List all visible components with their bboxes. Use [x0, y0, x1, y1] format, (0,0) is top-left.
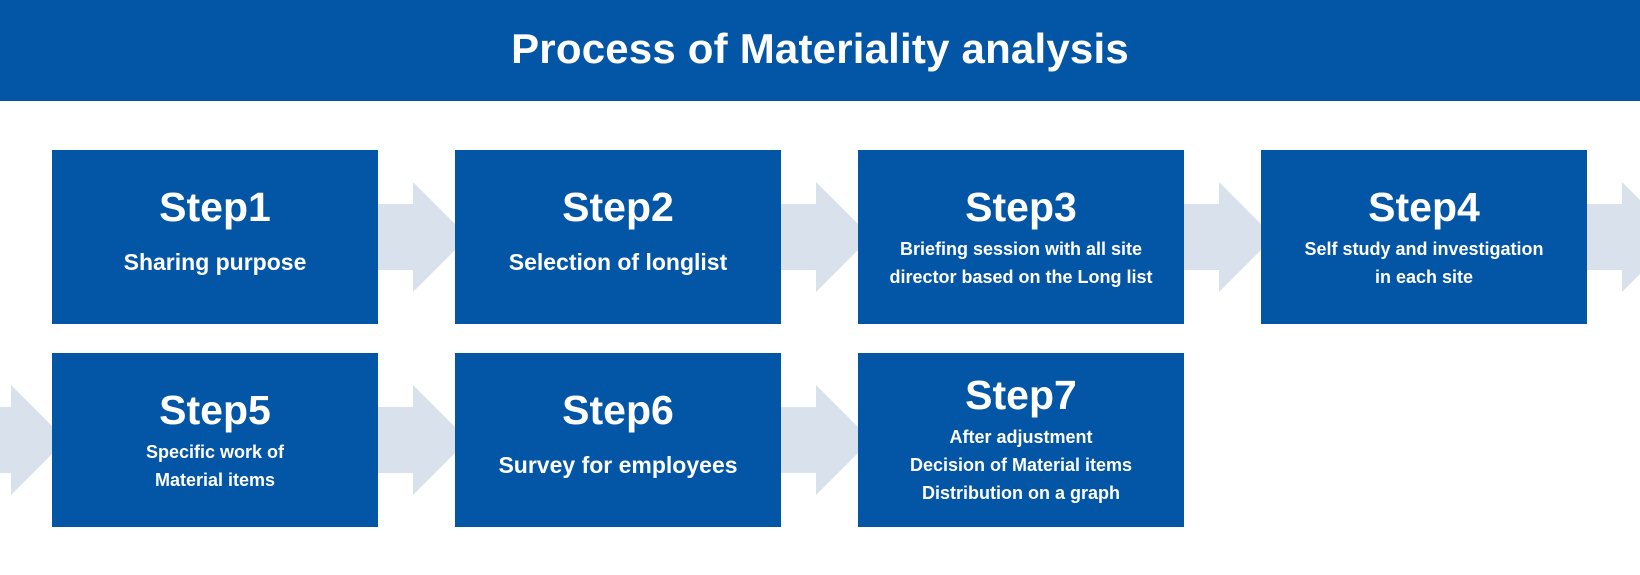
header-bar: Process of Materiality analysis [0, 0, 1640, 101]
step-box-7: Step7 After adjustment Decision of Mater… [858, 353, 1184, 527]
step-description-line: Sharing purpose [123, 249, 307, 275]
step-description-line: Distribution on a graph [922, 483, 1120, 503]
step-description-line: Material items [154, 470, 276, 490]
step-description-line: in each site [1374, 267, 1474, 287]
step-description: Specific work of Material items [52, 438, 378, 494]
step-description-line: Briefing session with all site [899, 239, 1143, 259]
arrow-step5-to-step6 [368, 385, 468, 495]
step-description-line: After adjustment [949, 427, 1093, 447]
step-title: Step4 [1368, 184, 1480, 230]
step-box-5: Step5 Specific work of Material items [52, 353, 378, 527]
arrow-step2-to-step3 [771, 182, 871, 292]
step-box-1: Step1 Sharing purpose [52, 150, 378, 324]
arrow-step3-to-step4 [1174, 182, 1274, 292]
step-description-line: Decision of Material items [909, 455, 1133, 475]
step-title: Step6 [562, 387, 674, 433]
step-description: Self study and investigation in each sit… [1261, 235, 1587, 291]
step-title: Step5 [159, 387, 271, 433]
step-box-6: Step6 Survey for employees [455, 353, 781, 527]
step-box-4: Step4 Self study and investigation in ea… [1261, 150, 1587, 324]
step-description: Selection of longlist [455, 248, 781, 276]
step-box-3: Step3 Briefing session with all site dir… [858, 150, 1184, 324]
step-description: Survey for employees [455, 451, 781, 479]
step-description: Sharing purpose [52, 248, 378, 276]
step-description: Briefing session with all site director … [858, 235, 1184, 291]
step-title: Step2 [562, 184, 674, 230]
arrow-step1-to-step2 [368, 182, 468, 292]
page-title: Process of Materiality analysis [511, 24, 1129, 72]
step-description: After adjustment Decision of Material it… [858, 423, 1184, 507]
step-box-2: Step2 Selection of longlist [455, 150, 781, 324]
step-description-line: Self study and investigation [1304, 239, 1544, 259]
step-title: Step1 [159, 184, 271, 230]
step-title: Step3 [965, 184, 1077, 230]
step-description-line: Specific work of [145, 442, 285, 462]
step-description-line: Survey for employees [498, 452, 738, 478]
arrow-continue-to-step5 [0, 385, 66, 495]
step-title: Step7 [965, 372, 1077, 418]
arrow-step6-to-step7 [771, 385, 871, 495]
step-description-line: Selection of longlist [508, 249, 728, 275]
arrow-step4-continue [1577, 182, 1640, 292]
step-description-line: director based on the Long list [889, 267, 1153, 287]
